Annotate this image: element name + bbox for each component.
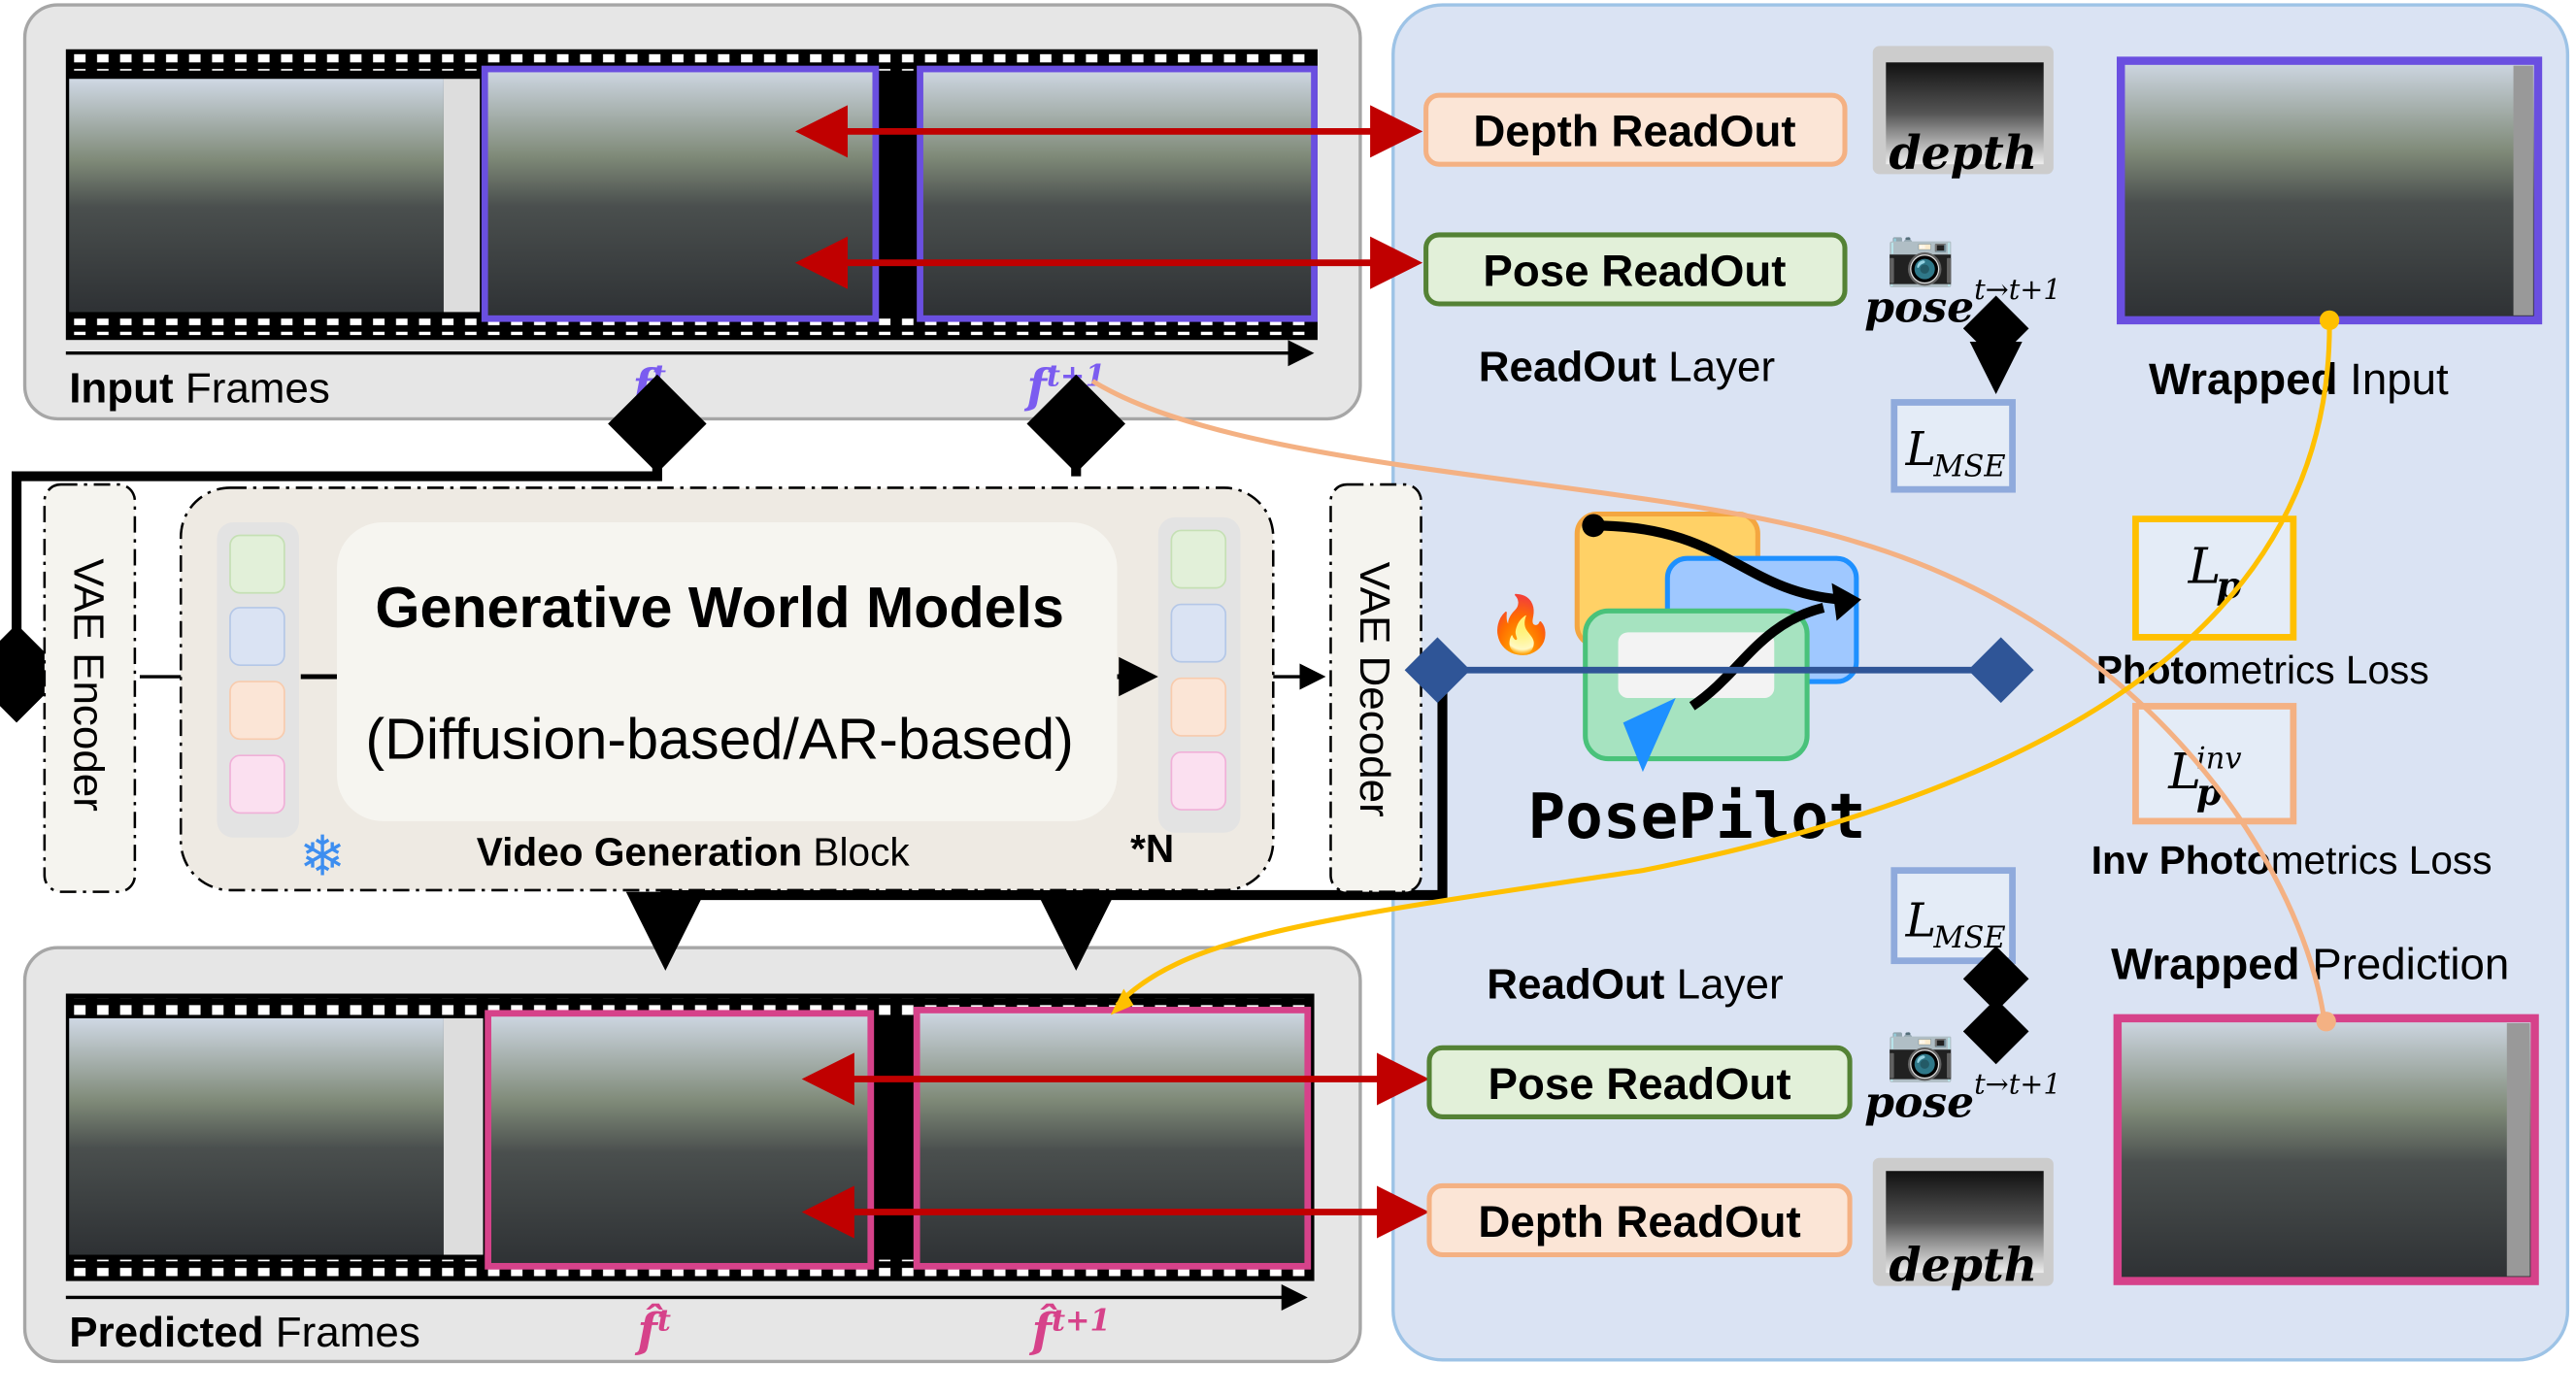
- video-generation-block: Generative World Models (Diffusion-based…: [179, 486, 1275, 892]
- input-frame-t: [481, 65, 880, 322]
- inv-photometric-loss: L p inv Inv Photometrics Loss: [2091, 703, 2492, 882]
- pose-label-bottom: poset→t+1: [1864, 1068, 2060, 1128]
- photometric-curve: [1115, 319, 2332, 1008]
- vae-decoder: VAE Decoder: [1329, 482, 1422, 893]
- predicted-frame-t1: [913, 1007, 1312, 1270]
- svg-text:VAE Encoder: VAE Encoder: [64, 558, 112, 812]
- posepilot-name: PosePilot: [1527, 781, 1865, 853]
- wrapped-input-image: [2116, 56, 2543, 325]
- predicted-frame-t: [485, 1010, 875, 1270]
- wrapped-input-label: Wrapped Input: [2149, 354, 2449, 404]
- svg-text:L: L: [1905, 894, 1936, 947]
- svg-text:Photometrics Loss: Photometrics Loss: [2096, 648, 2429, 692]
- gwm-subtitle: (Diffusion-based/AR-based): [365, 707, 1073, 772]
- fire-icon: 🔥: [1487, 592, 1556, 656]
- input-frames-label: Input Frames: [69, 364, 330, 412]
- svg-text:MSE: MSE: [1932, 921, 2005, 955]
- svg-text:L: L: [2188, 538, 2222, 595]
- svg-text:depth: depth: [1889, 1240, 2037, 1293]
- token-column-in: [217, 521, 300, 838]
- svg-text:Inv Photometrics Loss: Inv Photometrics Loss: [2091, 838, 2492, 882]
- depth-readout-top: [1423, 92, 1848, 167]
- depth-readout-bottom: [1426, 1182, 1853, 1258]
- pose-readout-top: [1423, 232, 1848, 307]
- predicted-frames-panel: Predicted Frames f̂t f̂t+1: [22, 946, 1362, 1364]
- svg-text:depth: depth: [1889, 127, 2037, 181]
- mse-loss-top: [1890, 399, 2016, 493]
- svg-text:Depth ReadOut: Depth ReadOut: [1473, 107, 1795, 156]
- input-frames-panel: Input Frames ft ft+1: [22, 3, 1362, 421]
- readout-bottom: L MSE ReadOut Layer 📷 poset→t+1 Pose Rea…: [1426, 867, 2539, 1293]
- predicted-frames-label: Predicted Frames: [69, 1309, 420, 1356]
- predicted-frame-1: [69, 1017, 444, 1255]
- wrapped-prediction-label: Wrapped Prediction: [2111, 939, 2509, 988]
- pose-readout-bottom: [1426, 1045, 1853, 1119]
- input-frame-t1: [917, 65, 1318, 322]
- readout-arrows: [794, 105, 1429, 1239]
- readout-layer-label: ReadOut Layer: [1479, 343, 1775, 390]
- readout-top: Depth ReadOut Pose ReadOut ReadOut Layer…: [1423, 46, 2543, 493]
- snowflake-icon: ❄: [299, 827, 346, 888]
- pred-frame-t1-label: f̂t+1: [1029, 1303, 1111, 1358]
- svg-text:L: L: [2167, 743, 2201, 800]
- mse-loss-bottom: [1890, 867, 2016, 965]
- svg-text:VAE Decoder: VAE Decoder: [1351, 562, 1398, 817]
- photometric-loss: L p Photometrics Loss: [2096, 515, 2429, 692]
- svg-text:Pose ReadOut: Pose ReadOut: [1483, 246, 1786, 295]
- readout-layer-label-bottom: ReadOut Layer: [1487, 961, 1783, 1009]
- flow-connectors: [0, 374, 1448, 971]
- svg-text:Pose ReadOut: Pose ReadOut: [1489, 1059, 1791, 1109]
- repeat-label: *N: [1130, 826, 1174, 871]
- svg-text:MSE: MSE: [1932, 450, 2005, 484]
- input-frame-1: [69, 79, 444, 313]
- vae-encoder: VAE Encoder: [43, 482, 137, 893]
- token-column-out: [1157, 516, 1241, 833]
- gwm-title: Generative World Models: [375, 575, 1064, 640]
- svg-text:Depth ReadOut: Depth ReadOut: [1478, 1197, 1800, 1246]
- wrapped-prediction-image: [2113, 1014, 2539, 1285]
- camera-icon-bottom: 📷: [1886, 1022, 1956, 1083]
- video-generation-label: Video Generation Block: [477, 830, 911, 875]
- svg-text:L: L: [1905, 423, 1936, 477]
- camera-icon: 📷: [1886, 227, 1956, 288]
- inv-photometric-curve: [1090, 379, 2327, 1022]
